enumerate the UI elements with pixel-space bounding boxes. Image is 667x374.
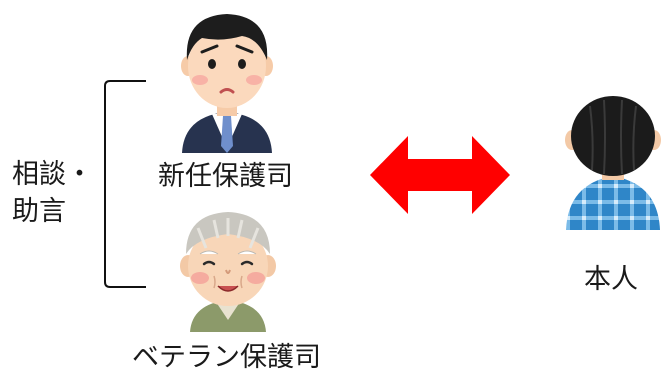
veteran-officer-label: ベテラン保護司: [132, 342, 321, 373]
smiling-elderly-man-icon: [180, 212, 276, 332]
new-officer-label: 新任保護司: [158, 161, 293, 192]
person-back-view-plaid-shirt-icon: [565, 96, 661, 230]
consultation-advice-label: 相談・ 助言: [12, 156, 93, 230]
side-label-line1: 相談・: [12, 159, 93, 190]
self-label: 本人: [584, 264, 638, 295]
worried-man-in-suit-icon: [181, 14, 273, 153]
double-headed-arrow-icon: [370, 136, 510, 214]
left-bracket-icon: [104, 80, 146, 288]
side-label-line2: 助言: [12, 196, 66, 227]
